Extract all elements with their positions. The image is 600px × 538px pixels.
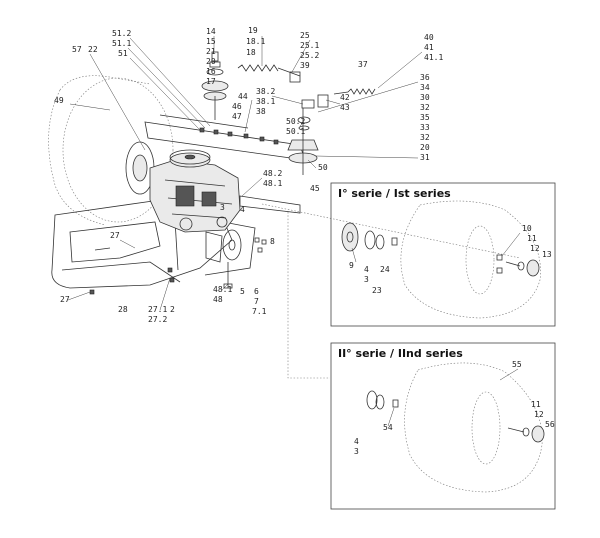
- callout-label: 2: [170, 305, 175, 314]
- callout-label: 10: [522, 224, 532, 233]
- callout-label: 36: [420, 73, 430, 82]
- brake-disc-assembly: [205, 229, 267, 289]
- series1-title: I° serie / Ist series: [338, 187, 451, 200]
- callout-label: 27.2: [148, 315, 167, 324]
- callout-label: 41.1: [424, 53, 443, 62]
- callout-label: 27: [60, 295, 70, 304]
- axle-connector-series2: [287, 212, 330, 379]
- callout-label: 20: [420, 143, 430, 152]
- callout-label: 56: [545, 420, 555, 429]
- series2-frame: [330, 342, 556, 510]
- callout-label: 7.1: [252, 307, 267, 316]
- callout-label: 4: [354, 437, 359, 446]
- main-callouts: 14 15 21 20 16 17 19 18.1 18 25 25.1 25.…: [54, 26, 443, 324]
- callout-label: 3: [354, 447, 359, 456]
- callout-label: 45: [310, 184, 320, 193]
- callout-label: 9: [349, 261, 354, 270]
- callout-label: 37: [358, 60, 368, 69]
- callout-label: 48: [213, 295, 223, 304]
- callout-label: 27: [110, 231, 120, 240]
- callout-label: 5: [240, 287, 245, 296]
- series1-frame: [330, 182, 556, 327]
- callout-label: 21: [206, 47, 216, 56]
- callout-label: 22: [88, 45, 98, 54]
- callout-label: 50: [318, 163, 328, 172]
- callout-label: 4: [240, 205, 245, 214]
- axle-connector-series1: [261, 203, 521, 259]
- callout-label: 50.2: [286, 117, 305, 126]
- callout-label: 30: [420, 93, 430, 102]
- callout-label: 33: [420, 123, 430, 132]
- callout-label: 27.1: [148, 305, 167, 314]
- series2-title: II° serie / IInd series: [338, 347, 463, 360]
- leader-lines: [67, 36, 521, 427]
- callout-label: 25.1: [300, 41, 319, 50]
- transaxle-body: [149, 159, 301, 233]
- callout-label: 16: [206, 67, 216, 76]
- callout-label: 12: [534, 410, 544, 419]
- callout-label: 48.1: [263, 179, 282, 188]
- callout-label: 35: [420, 113, 430, 122]
- callout-label: 12: [530, 244, 540, 253]
- callout-label: 14: [206, 27, 216, 36]
- callout-label: 18.1: [246, 37, 265, 46]
- callout-label: 51.1: [112, 39, 131, 48]
- callout-label: 38.1: [256, 97, 275, 106]
- callout-label: 19: [248, 26, 258, 35]
- callout-label: 7: [254, 297, 259, 306]
- callout-label: 17: [206, 77, 216, 86]
- callout-label: 55: [512, 360, 522, 369]
- callout-label: 4: [364, 265, 369, 274]
- callout-label: 54: [383, 423, 393, 432]
- callout-label: 6: [254, 287, 259, 296]
- callout-label: 24: [380, 265, 390, 274]
- series2-callouts: 55 4 3 54 11 12 56: [354, 360, 555, 456]
- tension-springs: [237, 64, 376, 95]
- callout-label: 20: [206, 57, 216, 66]
- callout-label: 57: [72, 45, 82, 54]
- callout-label: 43: [340, 103, 350, 112]
- callout-label: 32: [420, 133, 430, 142]
- upper-pulley-assembly: [201, 51, 229, 120]
- callout-label: 11: [531, 400, 541, 409]
- callout-label: 3: [220, 203, 225, 212]
- callout-label: 34: [420, 83, 430, 92]
- callout-label: 44: [238, 92, 248, 101]
- callout-label: 48.2: [263, 169, 282, 178]
- callout-label: 25: [300, 31, 310, 40]
- series1-callouts: 9 4 3 23 24 10 11 12 13: [349, 224, 552, 295]
- callout-label: 47: [232, 112, 242, 121]
- callout-label: 49: [54, 96, 64, 105]
- callout-label: 38: [256, 107, 266, 116]
- callout-label: 13: [542, 250, 552, 259]
- callout-label: 18: [246, 48, 256, 57]
- callout-label: 32: [420, 103, 430, 112]
- callout-label: 40: [424, 33, 434, 42]
- callout-label: 42: [340, 93, 350, 102]
- callout-label: 51: [118, 49, 128, 58]
- callout-label: 39: [300, 61, 310, 70]
- callout-label: 3: [364, 275, 369, 284]
- callout-label: 15: [206, 37, 216, 46]
- callout-label: 31: [420, 153, 430, 162]
- left-rear-tire: [48, 75, 174, 226]
- series1-wheel: [341, 200, 541, 319]
- callout-label: 25.2: [300, 51, 319, 60]
- callout-label: 23: [372, 286, 382, 295]
- callout-label: 41: [424, 43, 434, 52]
- callout-label: 50.1: [286, 127, 305, 136]
- callout-label: 28: [118, 305, 128, 314]
- callout-label: 46: [232, 102, 242, 111]
- transaxle-pulley: [169, 149, 211, 168]
- callout-label: 11: [527, 234, 537, 243]
- frame-bolts: [89, 127, 279, 295]
- callout-label: 51.2: [112, 29, 131, 38]
- callout-label: 8: [270, 237, 275, 246]
- series2-wheel: [366, 362, 545, 493]
- callout-label: 38.2: [256, 87, 275, 96]
